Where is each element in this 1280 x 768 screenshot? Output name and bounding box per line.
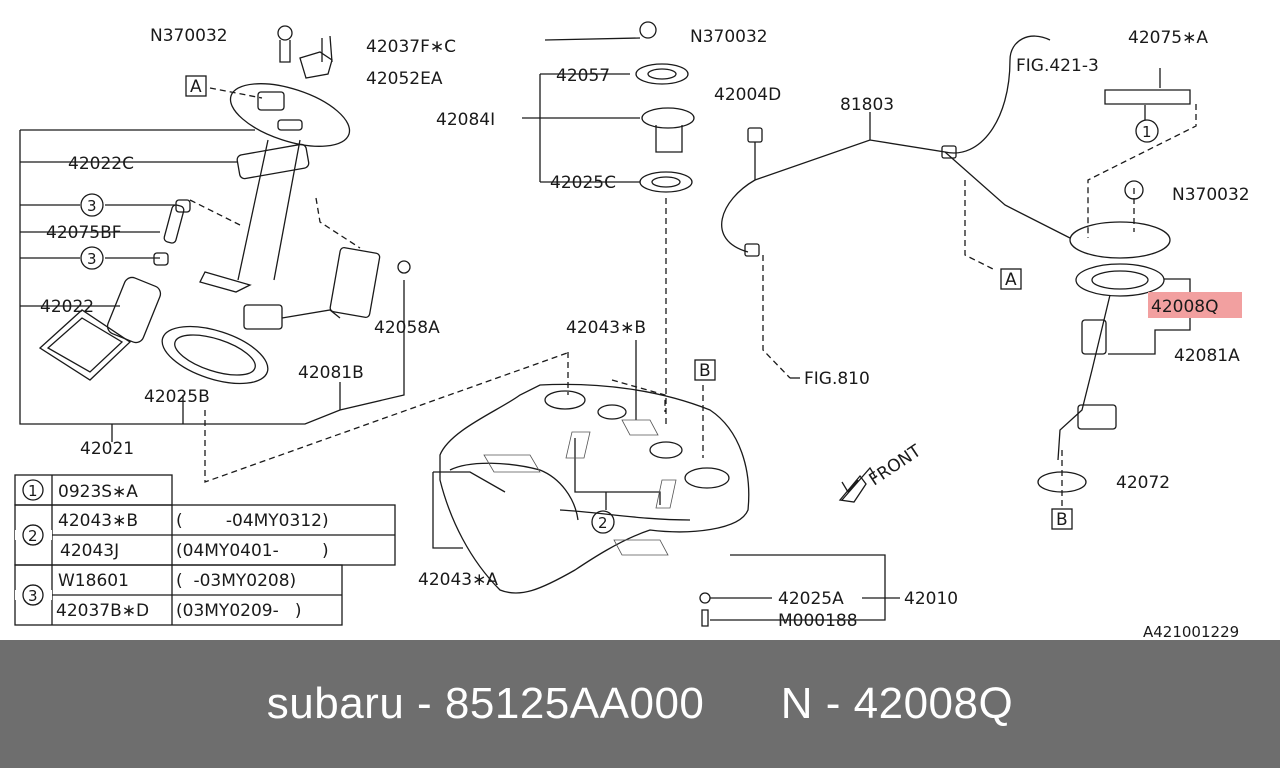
label-81803: 81803 (840, 95, 894, 115)
gasket-b-shape (161, 325, 269, 385)
fuel-tank-shape (439, 383, 750, 594)
gasket-42025c-shape (639, 171, 693, 193)
legend-2-num: 2 (28, 527, 38, 545)
level-gauge-shape (1057, 294, 1111, 461)
circle-3b-text: 3 (87, 250, 97, 268)
legend-3-row2-part: 42037B∗D (56, 601, 149, 621)
footer-part-number: 85125AA000 (444, 679, 705, 728)
footer-gap (704, 679, 780, 729)
pump-stem-shape (237, 139, 301, 281)
pump-flange-shape (229, 83, 351, 147)
reference-code: A421001229 (1143, 623, 1239, 640)
label-42022: 42022 (40, 297, 94, 317)
label-42025b: 42025B (144, 387, 210, 407)
label-42057: 42057 (556, 66, 610, 86)
label-42043b-top: 42043∗B (566, 318, 646, 338)
footer-ref-number: 42008Q (853, 679, 1014, 728)
gasket-42008q-shape (1075, 263, 1165, 297)
label-front: FRONT (866, 441, 926, 490)
tank-pump-opening-shape (684, 467, 730, 489)
label-42010: 42010 (904, 589, 958, 609)
label-n370032-right: N370032 (1172, 185, 1250, 205)
legend-2-row2-range: (04MY0401- ) (176, 541, 329, 561)
front-arrow-shape (841, 466, 877, 501)
bracket-shape (299, 51, 333, 79)
legend-2-row1-range: ( -04MY0312) (176, 511, 329, 531)
label-42052ea: 42052EA (366, 69, 443, 89)
footer-separator-2: - (813, 679, 854, 728)
label-m000188: M000188 (778, 611, 858, 631)
label-42075bf: 42075BF (46, 223, 122, 243)
label-42084i: 42084I (436, 110, 495, 130)
ref-b-right: B (1056, 510, 1068, 530)
circle-2-text: 2 (598, 514, 608, 532)
mesh-pad-2-shape (613, 539, 669, 556)
label-n370032-left: N370032 (150, 26, 228, 46)
harness-top-shape (944, 35, 1051, 154)
circle-3a-text: 3 (87, 197, 97, 215)
highlight-42008q (1148, 292, 1242, 318)
cap-42084i-shape (641, 107, 695, 129)
mesh-pad-3-shape (621, 419, 659, 436)
label-42025c: 42025C (550, 173, 616, 193)
hose-42075a-shape (1104, 68, 1191, 105)
legend-table: 1 0923S∗A 2 42043∗B ( -04MY0312) 42043J … (14, 474, 396, 626)
parts-diagram: N370032 42037F∗C 42052EA A 42022C 42075B… (14, 21, 1250, 640)
label-42081a: 42081A (1174, 346, 1240, 366)
filter-shape (38, 309, 132, 381)
label-fig421: FIG.421-3 (1016, 56, 1099, 76)
nut-mid-shape (639, 21, 657, 39)
footer-brand: subaru (266, 679, 405, 728)
ref-a-right: A (1005, 270, 1017, 290)
legend-1-part: 0923S∗A (58, 482, 138, 502)
ref-b-tank: B (699, 361, 711, 381)
legend-2-row1-part: 42043∗B (58, 511, 138, 531)
label-42008q: 42008Q (1151, 297, 1218, 317)
footer-separator-1: - (404, 679, 445, 728)
legend-3-row2-range: (03MY0209- ) (176, 601, 302, 621)
legend-2-row2-part: 42043J (60, 541, 119, 561)
label-42022c: 42022C (68, 154, 134, 174)
ref-a-top: A (190, 77, 202, 97)
harness-main-shape (754, 139, 1071, 239)
label-n370032-mid: N370032 (690, 27, 768, 47)
harness-left-shape (721, 142, 756, 253)
legend-1-num: 1 (28, 482, 38, 500)
sender-shape (243, 304, 283, 330)
level-sensor-shape (329, 246, 381, 318)
label-42043a: 42043∗A (418, 570, 498, 590)
label-42072: 42072 (1116, 473, 1170, 493)
ring-42072-shape (1037, 471, 1087, 493)
label-42037f: 42037F∗C (366, 37, 456, 57)
legend-3-num: 3 (28, 587, 38, 605)
circle-1-text: 1 (1142, 123, 1152, 141)
nut-left-shape (277, 25, 293, 41)
mesh-pad-1-shape (483, 454, 541, 473)
label-42004d: 42004D (714, 85, 781, 105)
label-42058a: 42058A (374, 318, 440, 338)
hose-shape (163, 204, 185, 244)
label-42075a: 42075∗A (1128, 28, 1208, 48)
label-fig810: FIG.810 (804, 369, 870, 389)
pump-connector-shape (257, 91, 285, 111)
legend-3-row1-range: ( -03MY0208) (176, 571, 296, 591)
ring-42057-shape (635, 63, 689, 85)
nut-right-shape (1124, 180, 1144, 200)
label-42025a: 42025A (778, 589, 844, 609)
label-42081b: 42081B (298, 363, 364, 383)
label-42021: 42021 (80, 439, 134, 459)
legend-3-row1-part: W18601 (58, 571, 129, 591)
footer-caption-bar: subaru - 85125AA000 N - 42008Q (0, 640, 1280, 768)
flange-42008q-shape (1069, 221, 1171, 259)
clip-shape (397, 260, 411, 274)
footer-ref-prefix: N (780, 679, 814, 728)
pump-motor-shape (106, 276, 162, 344)
